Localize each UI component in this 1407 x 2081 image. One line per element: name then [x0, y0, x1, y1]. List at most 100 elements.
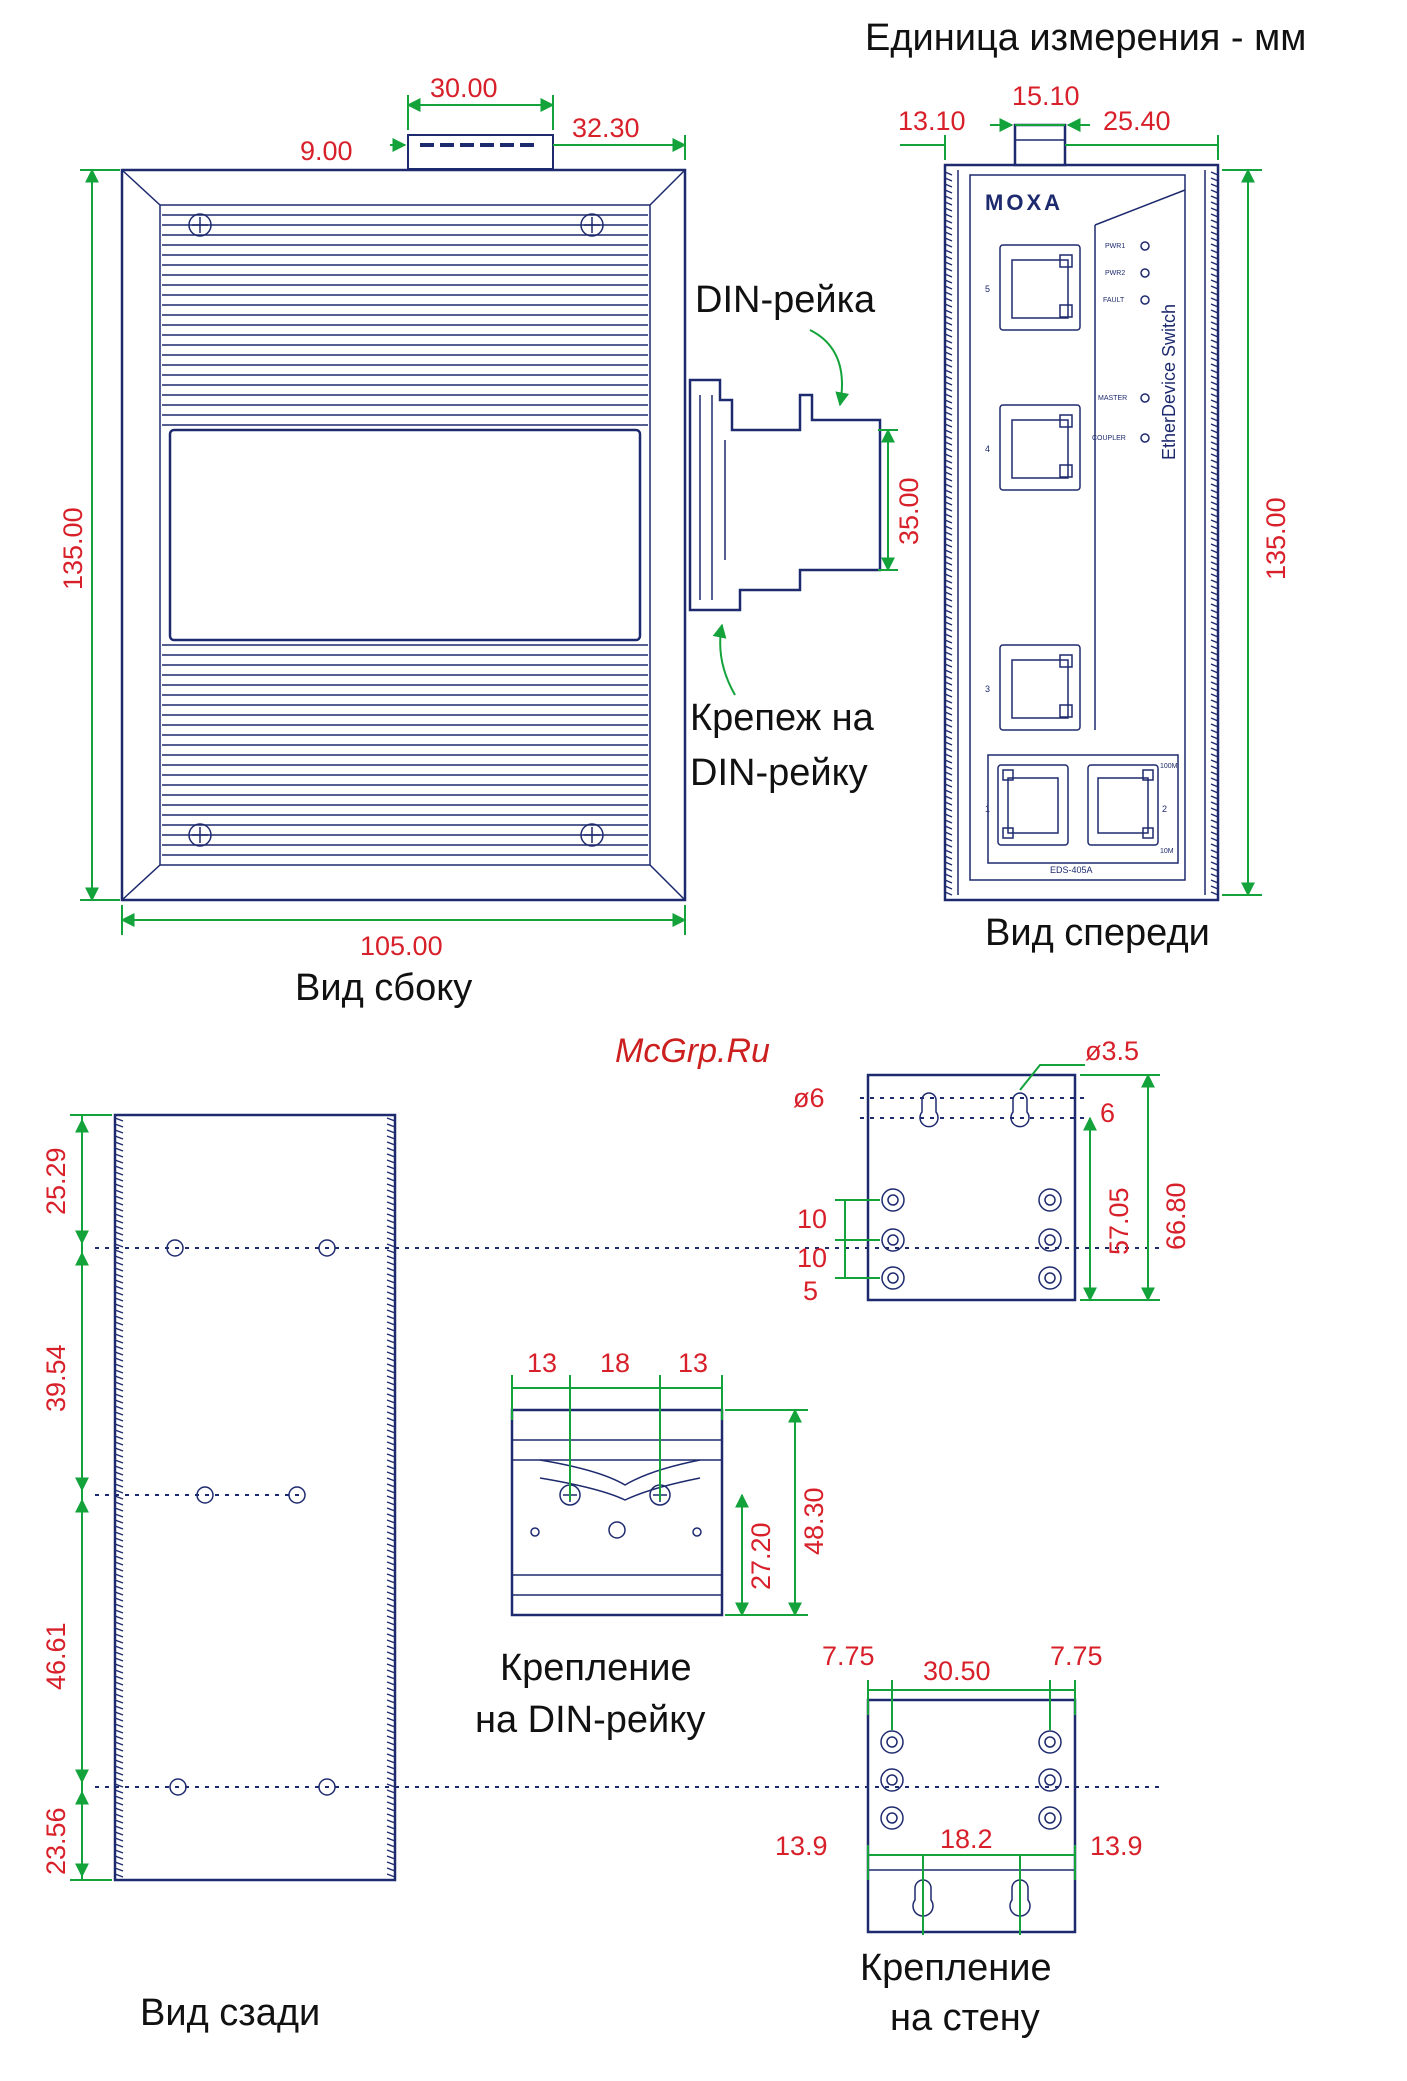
front-connector: [1013, 123, 1067, 167]
wall-plate-top: ø6 ø3.5 6 10 10 5 57.05 66.80: [793, 1036, 1191, 1306]
front-body-edges: [957, 170, 1206, 895]
side-screw-icon: [188, 213, 604, 847]
dim-front-right: 25.40: [1103, 106, 1171, 136]
dim-din-inner: 27.20: [746, 1522, 776, 1590]
side-view: 30.00 32.30 9.00 135.00 105.00 35.00 DIN…: [58, 73, 924, 1009]
dim-connector-offset: 32.30: [572, 113, 640, 143]
led-icon: [1140, 433, 1150, 443]
front-led-label: MASTER: [1098, 395, 1127, 402]
dim-din-right: 13: [678, 1348, 708, 1378]
dim-ext-line: [80, 169, 120, 901]
dim-ext-line: [944, 135, 1219, 160]
dim-side-depth: 105.00: [360, 931, 443, 961]
dim-line: [900, 124, 1218, 146]
dim-ext-line: [878, 429, 898, 571]
dim-ext-line: [407, 95, 554, 130]
din-mount-pointer: [712, 623, 736, 696]
wall-plate-top-screw-icon: [881, 1188, 1062, 1290]
dim-wall-top-outer: 66.80: [1161, 1182, 1191, 1250]
led-icon: [1140, 295, 1150, 305]
din-mount-caption-line1: Крепление: [500, 1647, 692, 1689]
dim-wall-left: 7.75: [822, 1641, 875, 1671]
dim-ext-line: [121, 905, 686, 935]
front-panel-divider: [1094, 189, 1186, 730]
dim-side-height: 135.00: [58, 507, 88, 590]
front-port-5: 5: [985, 284, 990, 294]
dim-din-outer: 48.30: [799, 1487, 829, 1555]
front-port-3: 3: [985, 684, 990, 694]
unit-label: Единица измерения - мм: [865, 17, 1306, 59]
side-din-clip-detail: [699, 395, 726, 600]
din-mount-label-line2: DIN-рейку: [690, 752, 868, 794]
dim-wall-mid: 30.50: [923, 1656, 991, 1686]
rj45-port-icon: [997, 244, 1159, 846]
dim-din-mid: 18: [600, 1348, 630, 1378]
led-icon: [1140, 393, 1150, 403]
din-mount-kit: 13 18 13 27.20 48.30 Крепление на DIN-ре…: [475, 1348, 829, 1741]
din-mount-label-line1: Крепеж на: [690, 697, 875, 739]
front-brand: MOXA: [985, 190, 1063, 215]
dim-connector-left: 9.00: [300, 136, 353, 166]
din-screw-icon: [530, 1484, 702, 1539]
keyhole-icon: [912, 1879, 934, 1917]
dim-hole-large: ø6: [793, 1083, 825, 1113]
dim-din-left: 13: [527, 1348, 557, 1378]
rear-mount-hole-icon: [166, 1239, 336, 1796]
dim-wall-right: 7.75: [1050, 1641, 1103, 1671]
front-speed-label: 100M: [1160, 763, 1178, 770]
wall-plate-outline: [866, 1698, 1077, 1934]
dim-ext-line: [70, 1114, 112, 1881]
front-view: MOXA EtherDevice Switch 5 4: [898, 81, 1291, 954]
din-plate-bands: [512, 1439, 722, 1596]
front-side-serration: [944, 171, 1219, 896]
wall-plate-screw-icon: [880, 1730, 1062, 1830]
dim-spacing-3: 5: [803, 1276, 818, 1306]
keyhole-icon: [1010, 1092, 1030, 1128]
dim-line: [867, 1680, 1076, 1730]
side-label-panel: [168, 428, 642, 642]
front-view-caption: Вид спереди: [985, 912, 1210, 954]
front-product-name: EtherDevice Switch: [1159, 304, 1179, 460]
rear-side-serration: [114, 1117, 396, 1878]
keyhole-icon: [1009, 1879, 1031, 1917]
side-body-bevel: [121, 169, 686, 901]
rear-view-caption: Вид сзади: [140, 1992, 320, 2034]
din-mount-caption-line2: на DIN-рейку: [475, 1699, 705, 1741]
wall-mount-caption-line2: на стену: [890, 1997, 1040, 2039]
front-model: EDS-405A: [1050, 865, 1093, 875]
dim-wall-bottom-left: 13.9: [775, 1831, 828, 1861]
dim-connector-width: 30.00: [430, 73, 498, 103]
dim-ext-line: [511, 1375, 723, 1500]
dim-ext-line: [1222, 169, 1262, 896]
dim-wall-bottom-right: 13.9: [1090, 1831, 1143, 1861]
front-port-2: 2: [1162, 804, 1167, 814]
dim-rear-4: 23.56: [41, 1807, 71, 1875]
dim-wall-top-inner: 57.05: [1104, 1187, 1134, 1255]
dim-line: [867, 1845, 1076, 1935]
dim-rail-height: 35.00: [894, 477, 924, 545]
front-led-label: PWR2: [1105, 270, 1125, 277]
side-din-clip: [688, 378, 882, 612]
front-body-outline: [943, 163, 1220, 902]
front-led-label: COUPLER: [1092, 435, 1126, 442]
watermark: McGrp.Ru: [615, 1032, 770, 1070]
din-clip-spring: [539, 1459, 701, 1501]
side-heatsink-fins: [162, 214, 648, 856]
wall-plate-slot-axis: [860, 1097, 1090, 1119]
din-plate-outline: [510, 1408, 724, 1617]
led-icon: [1140, 268, 1150, 278]
front-panel: [969, 174, 1186, 881]
rear-view: 25.29 39.54 46.61 23.56 Вид сзади: [41, 1113, 1160, 2034]
front-port-4: 4: [985, 444, 990, 454]
dim-wall-bottom-mid: 18.2: [940, 1824, 993, 1854]
dim-rear-1: 25.29: [41, 1147, 71, 1215]
front-speed-label: 10M: [1160, 848, 1174, 855]
front-port-group: [987, 754, 1179, 864]
led-icon: [1140, 241, 1150, 251]
dim-hole-small: ø3.5: [1085, 1036, 1139, 1066]
rear-body-outline: [113, 1113, 397, 1882]
dim-line: [835, 1199, 880, 1279]
dim-front-height: 135.00: [1261, 497, 1291, 580]
wall-mount-kit: 7.75 30.50 7.75 13.9 18.2 13.9 Крепление…: [775, 1641, 1143, 2039]
